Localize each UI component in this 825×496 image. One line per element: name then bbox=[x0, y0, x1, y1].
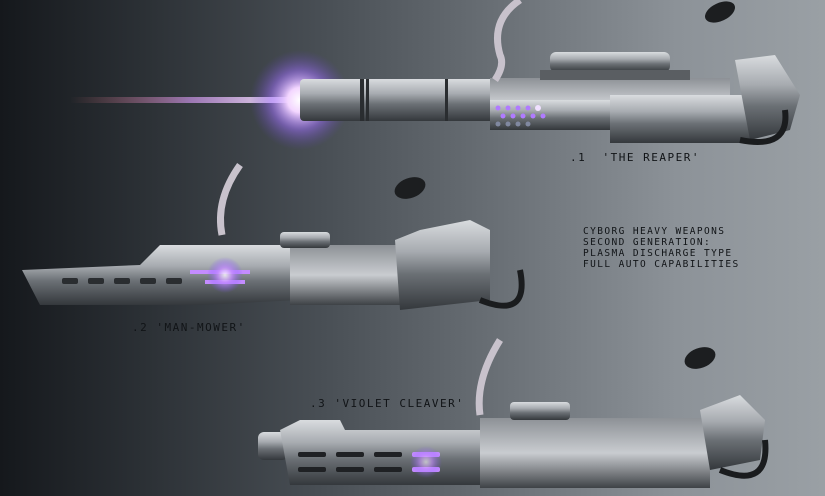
weapon-man-mower bbox=[22, 162, 525, 310]
weapon-reaper bbox=[70, 0, 800, 150]
spec-line: PLASMA DISCHARGE TYPE bbox=[583, 248, 733, 259]
weapon-violet-cleaver bbox=[258, 338, 769, 488]
weapon-label-2: .2 'MAN-MOWER' bbox=[132, 321, 246, 334]
plasma-beam bbox=[70, 97, 310, 103]
weapon-label-1: .1 'THE REAPER' bbox=[570, 151, 700, 164]
weapon-label-3: .3 'VIOLET CLEAVER' bbox=[310, 397, 465, 410]
spec-line: FULL AUTO CAPABILITIES bbox=[583, 259, 740, 270]
spec-line: SECOND GENERATION: bbox=[583, 237, 712, 248]
spec-notes: CYBORG HEAVY WEAPONS SECOND GENERATION: … bbox=[583, 226, 740, 270]
spec-line: CYBORG HEAVY WEAPONS bbox=[583, 226, 726, 237]
